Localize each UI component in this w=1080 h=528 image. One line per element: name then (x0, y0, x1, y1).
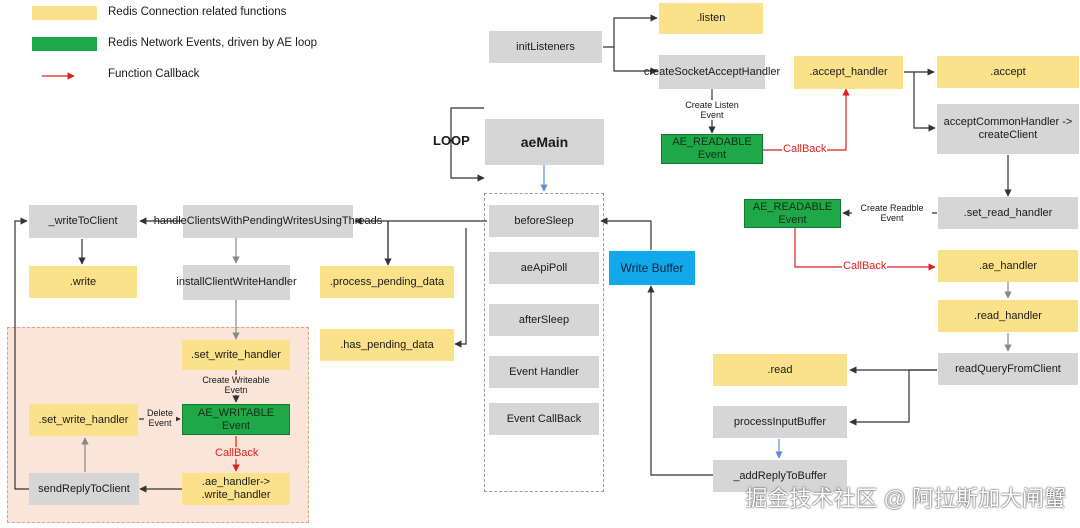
legend-label-network: Redis Network Events, driven by AE loop (108, 37, 318, 49)
ae-writable-event-node: AE_WRITABLE Event (182, 404, 290, 435)
callback-label-3: CallBack (214, 447, 260, 459)
create-readble-event-label: Create Readble Event (852, 203, 932, 223)
set-write-handler-node-left: .set_write_handler (29, 404, 138, 436)
loop-label: LOOP (433, 133, 470, 148)
callback-label-2: CallBack (842, 260, 888, 272)
event-callback-node: Event CallBack (489, 403, 599, 435)
legend-swatch-yellow (32, 6, 97, 20)
ae-readable-event-node-2: AE_READABLE Event (744, 199, 841, 228)
send-reply-to-client-node: sendReplyToClient (29, 473, 139, 505)
has-pending-data-node: .has_pending_data (320, 329, 454, 361)
read-node: .read (713, 354, 847, 386)
after-sleep-node: afterSleep (489, 304, 599, 336)
process-input-buffer-node: processInputBuffer (713, 406, 847, 438)
write-to-client-node: _writeToClient (29, 205, 137, 238)
ae-main-node: aeMain (485, 119, 604, 165)
create-listen-event-label: Create Listen Event (676, 100, 748, 120)
ae-readable-event-node-1: AE_READABLE Event (661, 134, 763, 164)
process-pending-data-node: .process_pending_data (320, 266, 454, 298)
legend-item-connection (32, 6, 97, 20)
ae-loop-panel (484, 193, 604, 492)
accept-common-handler-node: acceptCommonHandler -> createClient (937, 104, 1079, 154)
legend-item-network (32, 37, 97, 51)
read-handler-node: .read_handler (938, 300, 1078, 332)
legend-label-callback: Function Callback (108, 68, 200, 80)
set-write-handler-node-top: .set_write_handler (182, 340, 290, 370)
delete-event-label: Delete Event (144, 408, 176, 428)
ae-handler-node: .ae_handler (938, 250, 1078, 282)
add-reply-to-buffer-node: _addReplyToBuffer (713, 460, 847, 492)
create-socket-accept-handler-node: createSocketAcceptHandler (644, 55, 780, 89)
read-query-from-client-node: readQueryFromClient (938, 353, 1078, 385)
create-writeable-event-label: Create Writeable Evetn (195, 375, 277, 395)
init-listeners-node: initListeners (489, 31, 602, 63)
legend-label-connection: Redis Connection related functions (108, 6, 287, 18)
ae-handler-write-handler-node: .ae_handler-> .write_handler (182, 473, 290, 505)
watermark-text: 掘金技术社区 @ 阿拉斯加大闸蟹 (745, 486, 1066, 511)
accept-handler-node: .accept_handler (794, 56, 903, 89)
ae-api-poll-node: aeApiPoll (489, 252, 599, 284)
event-handler-node: Event Handler (489, 356, 599, 388)
write-node: .write (29, 266, 137, 298)
set-read-handler-node: .set_read_handler (938, 197, 1078, 229)
install-client-write-handler-node: installClientWriteHandler (176, 265, 297, 300)
legend-swatch-green (32, 37, 97, 51)
listen-node: .listen (659, 3, 763, 34)
accept-node: .accept (937, 56, 1079, 88)
handle-clients-with-pending-writes-node: handleClientsWithPendingWritesUsingThrea… (154, 205, 382, 238)
write-buffer-node: Write Buffer (609, 251, 695, 285)
callback-label-1: CallBack (782, 143, 828, 155)
before-sleep-node: beforeSleep (489, 205, 599, 237)
